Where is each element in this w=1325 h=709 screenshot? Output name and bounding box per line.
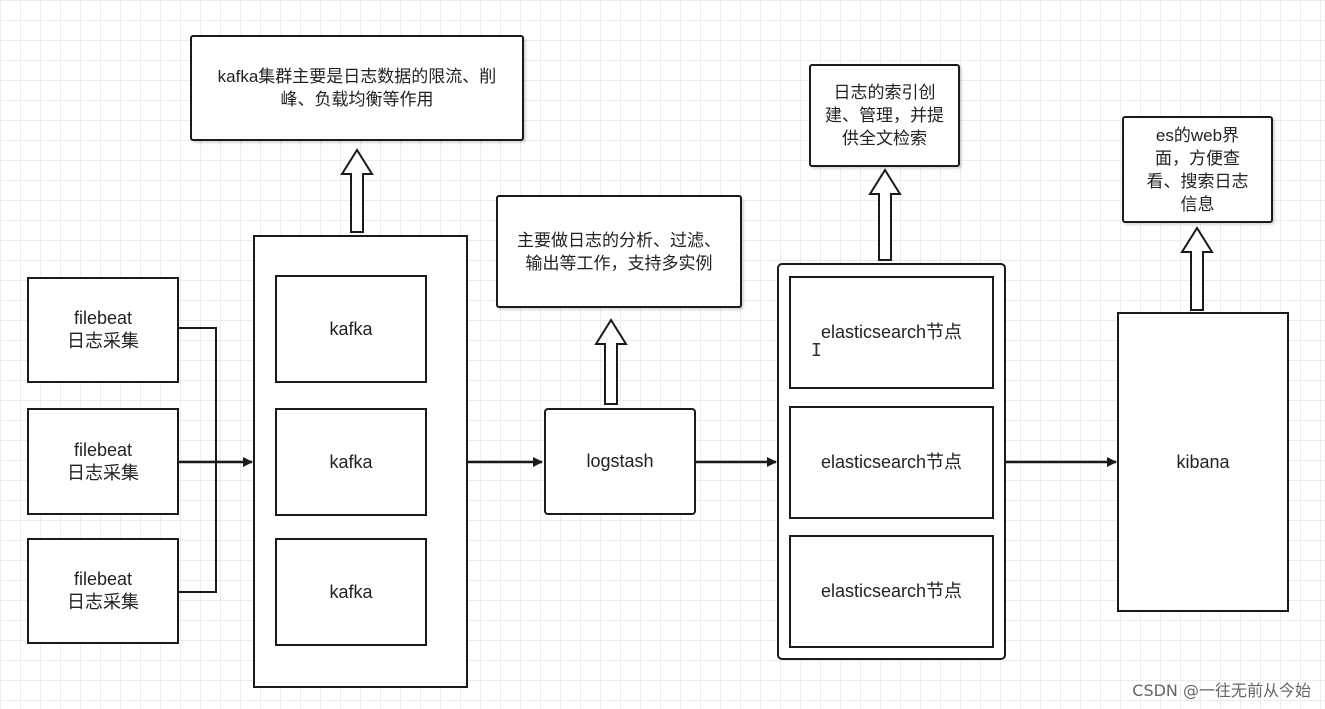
kafka-node: kafka (275, 408, 427, 516)
elasticsearch-node: elasticsearch节点 (789, 406, 994, 519)
es-up-arrow (868, 168, 902, 261)
kafka-node: kafka (275, 275, 427, 383)
elasticsearch-node: elasticsearch节点 (789, 535, 994, 648)
kafka-label: kafka (329, 451, 373, 472)
es-note: 日志的索引创建、管理，并提供全文检索 (809, 64, 960, 167)
filebeat-node: filebeat 日志采集 (27, 408, 179, 515)
elasticsearch-label: elasticsearch节点 (820, 452, 963, 472)
kibana-note: es的web界面，方便查看、搜索日志信息 (1122, 116, 1273, 223)
kafka-up-arrow (340, 148, 374, 233)
kafka-label: kafka (329, 318, 373, 339)
filebeat-node: filebeat 日志采集 (27, 538, 179, 644)
kafka-note-text: kafka集群主要是日志数据的限流、削峰、负载均衡等作用 (217, 67, 497, 109)
filebeat-label: filebeat 日志采集 (67, 308, 139, 351)
kibana-label: kibana (1176, 451, 1230, 472)
kibana-node: kibana (1117, 312, 1289, 612)
filebeat-node: filebeat 日志采集 (27, 277, 179, 383)
kafka-label: kafka (329, 581, 373, 602)
kafka-node: kafka (275, 538, 427, 646)
es-note-text: 日志的索引创建、管理，并提供全文检索 (825, 83, 944, 148)
logstash-label: logstash (586, 451, 654, 471)
elasticsearch-label: elasticsearch节点 (820, 581, 963, 601)
logstash-node: logstash (544, 408, 696, 515)
logstash-up-arrow (594, 318, 628, 405)
kibana-up-arrow (1180, 226, 1214, 311)
filebeat-label: filebeat 日志采集 (67, 439, 139, 483)
elasticsearch-label: elasticsearch节点 (820, 322, 963, 342)
kafka-note: kafka集群主要是日志数据的限流、削峰、负载均衡等作用 (190, 35, 524, 141)
watermark: CSDN @一往无前从今始 (1132, 681, 1311, 700)
kibana-note-text: es的web界面，方便查看、搜索日志信息 (1146, 125, 1249, 214)
filebeat-label: filebeat 日志采集 (67, 569, 139, 612)
logstash-note: 主要做日志的分析、过滤、输出等工作，支持多实例 (496, 195, 742, 308)
elasticsearch-node: elasticsearch节点 (789, 276, 994, 389)
text-cursor-icon: I (811, 340, 822, 361)
filebeat-merge-line (178, 327, 217, 593)
logstash-note-text: 主要做日志的分析、过滤、输出等工作，支持多实例 (517, 230, 721, 273)
